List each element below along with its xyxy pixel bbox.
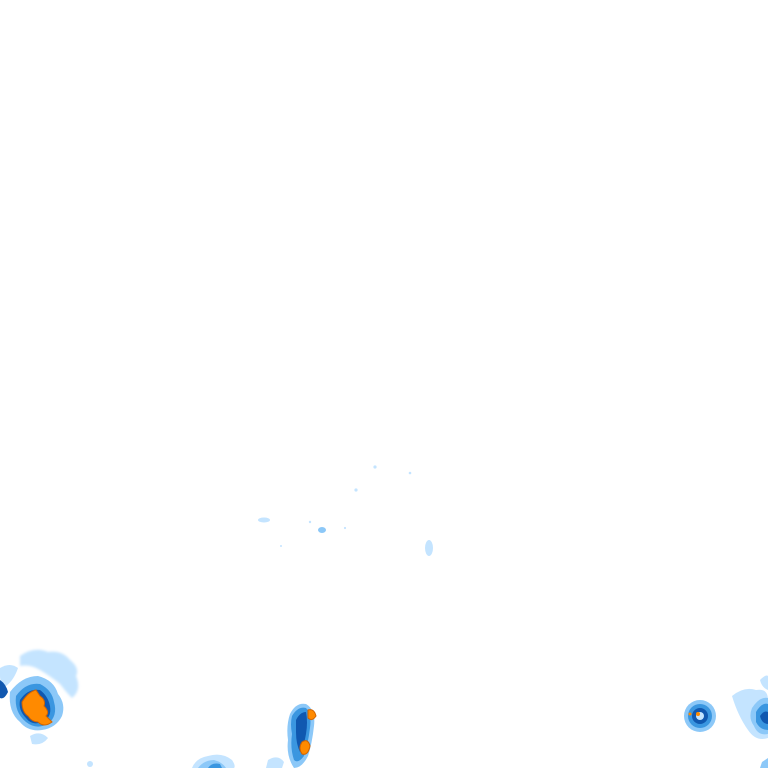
east-edge-cell	[732, 675, 768, 768]
small-echo	[258, 517, 270, 523]
central-storm-cell	[266, 703, 317, 768]
small-echo	[280, 520, 347, 547]
small-echo	[425, 540, 433, 556]
south-echo-cluster	[87, 754, 235, 768]
small-echo	[318, 527, 326, 533]
east-ring-cell	[684, 700, 716, 732]
small-echo	[354, 488, 358, 492]
small-echo	[408, 471, 412, 475]
small-echo	[373, 465, 377, 469]
west-storm-cell	[0, 649, 79, 745]
